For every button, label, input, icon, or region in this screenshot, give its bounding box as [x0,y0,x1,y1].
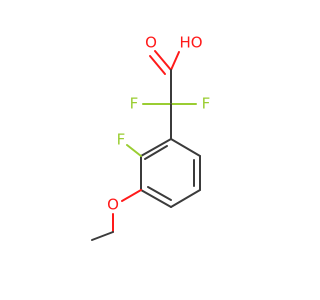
ring-bond-1 [140,138,172,157]
fluorine-left-label: F [130,95,139,113]
bond-c-o-double-2 [154,50,172,71]
ring-bond-1-inner [144,145,168,160]
bond-ring-f [126,144,142,157]
methoxy-oxygen-label: O [107,196,119,214]
hydroxyl-label: HO [179,34,202,52]
bond-c-o-double-1 [149,55,166,75]
fluorine-right-label: F [202,95,211,113]
molecule-diagram: HO O F F F O [91,34,211,241]
ring-bond-3-inner [147,186,172,201]
ring-bond-4 [170,189,201,208]
ring-bond-6 [170,138,201,157]
ring-bond-3 [140,189,172,208]
bond-ring-o [121,189,142,202]
bond-c-oh [170,51,180,71]
carbonyl-oxygen-label: O [145,34,157,52]
bond-methyl [91,231,114,241]
fluorine-ring-label: F [117,131,126,149]
